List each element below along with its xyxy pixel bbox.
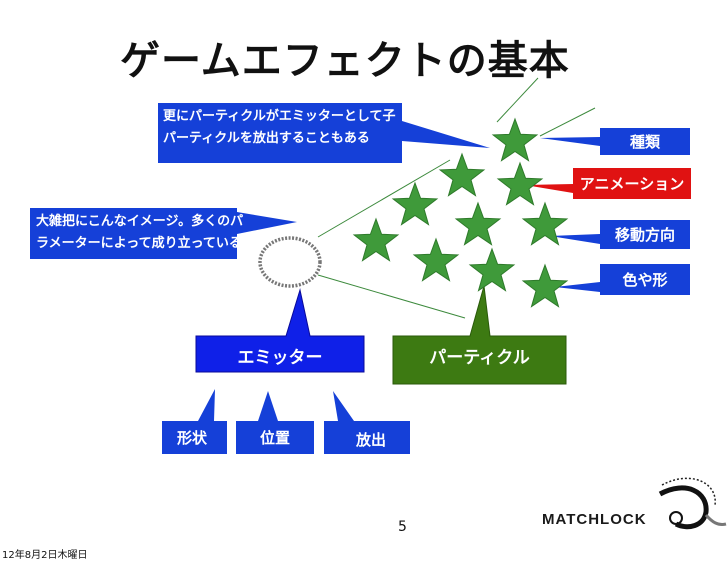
tag-animation-label: アニメーション <box>579 175 685 193</box>
particle-star-icon <box>521 201 569 246</box>
guide-line <box>496 77 539 123</box>
overview-callout-bubble <box>30 208 297 259</box>
footer-date: 12年8月2日木曜日 <box>2 550 88 561</box>
particle-star-icon <box>496 161 544 206</box>
emitter-box <box>195 288 365 373</box>
slide-title: ゲームエフェクトの基本 <box>120 38 570 84</box>
emitter-ring <box>258 236 322 288</box>
particle-star-icon <box>352 217 400 262</box>
particle-box <box>392 285 567 385</box>
particle-star-icon <box>438 152 486 197</box>
position-label: 位置 <box>259 429 290 447</box>
particle-star-icon <box>391 181 439 226</box>
guide-line <box>539 107 596 137</box>
tag-shape-color-label: 色や形 <box>622 271 668 289</box>
direction-tag <box>550 220 690 249</box>
shape-label: 形状 <box>176 429 207 447</box>
overview-callout-line2: ラメーターによって成り立っている <box>36 236 242 251</box>
guide-line <box>317 274 466 319</box>
tag-type-label: 種類 <box>629 133 660 151</box>
emit-label: 放出 <box>355 431 386 449</box>
particle-star-icon <box>491 117 539 162</box>
position-box <box>236 391 314 454</box>
particle-star-icon <box>412 237 460 282</box>
particle-star-icon <box>468 247 516 292</box>
matchlock-logo-icon <box>658 477 727 530</box>
tag-direction-label: 移動方向 <box>614 226 675 244</box>
particle-star-icon <box>454 201 502 246</box>
shape-box <box>162 389 227 454</box>
logo-text: MATCHLOCK <box>542 511 647 528</box>
emitter-label: エミッター <box>237 348 323 368</box>
page-number: 5 <box>398 519 407 535</box>
shape-color-tag <box>555 264 690 295</box>
sub-emitter-callout-line2: パーティクルを放出することもある <box>163 131 370 146</box>
guide-line <box>317 159 451 238</box>
particle-star-icon <box>521 263 569 308</box>
particle-label: パーティクル <box>429 348 530 368</box>
sub-emitter-callout-bubble <box>158 103 490 163</box>
emit-box <box>324 391 410 454</box>
animation-tag <box>525 168 691 199</box>
overview-callout-line1: 大雑把にこんなイメージ。多くのパ <box>36 214 244 229</box>
type-tag <box>540 128 690 155</box>
sub-emitter-callout-line1: 更にパーティクルがエミッターとして子 <box>163 109 396 124</box>
